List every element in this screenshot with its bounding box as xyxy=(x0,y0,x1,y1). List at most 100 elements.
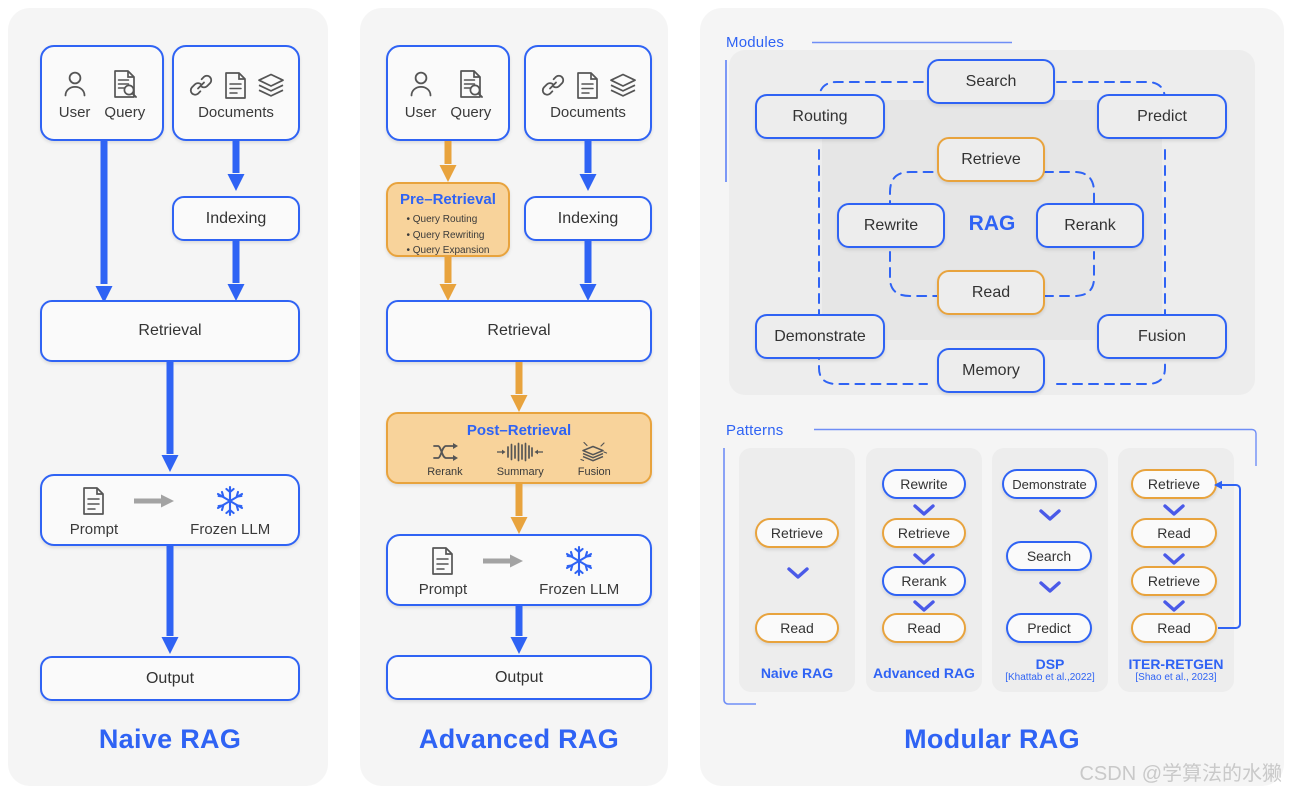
document-icon xyxy=(224,71,247,99)
pattern-dsp-step-search: Search xyxy=(1006,541,1092,571)
pattern-chevron-icon xyxy=(1039,508,1061,522)
document-search-icon xyxy=(112,67,138,101)
module-node-retrieve: Retrieve xyxy=(937,137,1045,182)
pattern-iter-retgen-label: ITER-RETGEN xyxy=(1128,656,1224,672)
arrow-indexing-to-retrieval xyxy=(226,241,246,303)
naive-user-item: User xyxy=(58,67,91,121)
pattern-naive-rag-label: Naive RAG xyxy=(760,665,834,681)
pre-retrieval-item: Query Rewriting xyxy=(407,228,490,244)
naive-documents-card: Documents xyxy=(172,45,300,141)
advanced-user-label: User xyxy=(404,104,437,121)
advanced-node-indexing: Indexing xyxy=(524,196,652,241)
advanced-node-output: Output xyxy=(386,655,652,700)
modules-inner-dashed-links xyxy=(822,100,1162,340)
naive-query-item: Query xyxy=(104,67,145,121)
pattern-iter-retgen-citation: [Shao et al., 2023] xyxy=(1135,672,1217,683)
pattern-chevron-icon xyxy=(1163,503,1185,517)
patterns-section-label: Patterns xyxy=(726,422,784,439)
arrow-prompt-to-output xyxy=(160,546,180,656)
advanced-prompt-llm-card: Prompt Frozen LLM xyxy=(386,534,652,606)
module-node-memory: Memory xyxy=(937,348,1045,393)
pattern-chevron-icon xyxy=(1163,552,1185,566)
advanced-node-retrieval: Retrieval xyxy=(386,300,652,362)
post-retrieval-fusion-item: Fusion xyxy=(578,441,611,478)
arrow-post-retrieval-to-prompt xyxy=(509,484,529,536)
document-icon xyxy=(81,484,107,518)
pattern-iter-step-retrieve-2: Retrieve xyxy=(1131,566,1217,596)
stacked-layers-icon xyxy=(579,441,609,463)
rag-center-label: RAG xyxy=(968,212,1016,235)
module-node-demonstrate: Demonstrate xyxy=(755,314,885,359)
watermark: CSDN @学算法的水獭 xyxy=(1079,763,1282,785)
pattern-iter-step-retrieve-1: Retrieve xyxy=(1131,469,1217,499)
arrow-retrieval-to-post-retrieval xyxy=(509,362,529,414)
module-node-fusion: Fusion xyxy=(1097,314,1227,359)
pattern-chevron-icon xyxy=(1039,580,1061,594)
post-retrieval-summary-item: Summary xyxy=(497,441,544,478)
document-icon xyxy=(576,71,599,99)
patterns-left-bracket xyxy=(722,448,762,710)
advanced-rag-title: Advanced RAG xyxy=(418,724,620,754)
advanced-query-item: Query xyxy=(450,67,491,121)
advanced-frozen-llm-item: Frozen LLM xyxy=(539,544,619,598)
naive-prompt-llm-card: Prompt Frozen LLM xyxy=(40,474,300,546)
pattern-chevron-icon xyxy=(913,599,935,613)
advanced-user-item: User xyxy=(404,67,437,121)
post-retrieval-rerank-item: Rerank xyxy=(427,441,463,478)
layers-icon xyxy=(609,72,637,98)
arrow-retrieval-to-prompt xyxy=(160,362,180,474)
naive-user-label: User xyxy=(58,104,91,121)
layers-icon xyxy=(257,72,285,98)
advanced-documents-label: Documents xyxy=(550,103,626,121)
pre-retrieval-list: Query Routing Query Rewriting Query Expa… xyxy=(407,212,490,259)
pre-retrieval-box: Pre–Retrieval Query Routing Query Rewrit… xyxy=(386,182,510,257)
advanced-frozen-llm-label: Frozen LLM xyxy=(539,581,620,598)
pre-retrieval-title: Pre–Retrieval xyxy=(400,191,496,208)
link-icon xyxy=(188,72,214,98)
pattern-iter-step-read-2: Read xyxy=(1131,613,1217,643)
pattern-chevron-icon xyxy=(1163,599,1185,613)
naive-frozen-llm-item: Frozen LLM xyxy=(190,484,270,538)
modular-rag-title: Modular RAG xyxy=(904,724,1080,754)
post-retrieval-box: Post–Retrieval Rerank Summary Fusion xyxy=(386,412,652,484)
pattern-advanced-step-retrieve: Retrieve xyxy=(882,518,966,548)
arrow-documents-to-indexing xyxy=(578,141,598,193)
post-retrieval-fusion-label: Fusion xyxy=(577,466,611,478)
post-retrieval-title: Post–Retrieval xyxy=(466,422,572,439)
module-node-routing: Routing xyxy=(755,94,885,139)
advanced-prompt-item: Prompt xyxy=(419,544,467,598)
module-node-read: Read xyxy=(937,270,1045,315)
pattern-dsp-label: DSP xyxy=(1035,656,1065,672)
link-icon xyxy=(540,72,566,98)
arrow-indexing-to-retrieval xyxy=(578,241,598,303)
arrow-query-to-pre-retrieval xyxy=(438,141,458,183)
pattern-dsp-citation: [Khattab et al.,2022] xyxy=(1005,672,1095,683)
pattern-advanced-rag-label: Advanced RAG xyxy=(873,665,975,681)
pattern-chevron-icon xyxy=(787,566,809,580)
advanced-prompt-label: Prompt xyxy=(418,581,468,598)
module-node-rerank: Rerank xyxy=(1036,203,1144,248)
naive-prompt-item: Prompt xyxy=(70,484,118,538)
module-node-predict: Predict xyxy=(1097,94,1227,139)
advanced-documents-card: Documents xyxy=(524,45,652,141)
naive-documents-label: Documents xyxy=(198,103,274,121)
pattern-naive-step-retrieve: Retrieve xyxy=(755,518,839,548)
naive-frozen-llm-label: Frozen LLM xyxy=(190,521,271,538)
modules-left-bracket xyxy=(724,60,728,182)
naive-node-output: Output xyxy=(40,656,300,701)
snowflake-icon xyxy=(214,484,246,518)
naive-user-query-card: User Query xyxy=(40,45,164,141)
arrow-pre-retrieval-to-retrieval xyxy=(438,257,458,303)
modules-section-label: Modules xyxy=(726,34,785,51)
pre-retrieval-item: Query Routing xyxy=(407,212,490,228)
right-arrow-icon xyxy=(134,494,175,508)
document-icon xyxy=(430,544,456,578)
document-search-icon xyxy=(458,67,484,101)
pre-retrieval-item: Query Expansion xyxy=(407,243,490,259)
pattern-dsp-step-predict: Predict xyxy=(1006,613,1092,643)
pattern-chevron-icon xyxy=(913,503,935,517)
pattern-iter-feedback-arrow xyxy=(1210,478,1246,633)
arrow-user-to-retrieval xyxy=(94,141,114,305)
waveform-compress-icon xyxy=(497,441,544,463)
user-icon xyxy=(62,67,88,101)
